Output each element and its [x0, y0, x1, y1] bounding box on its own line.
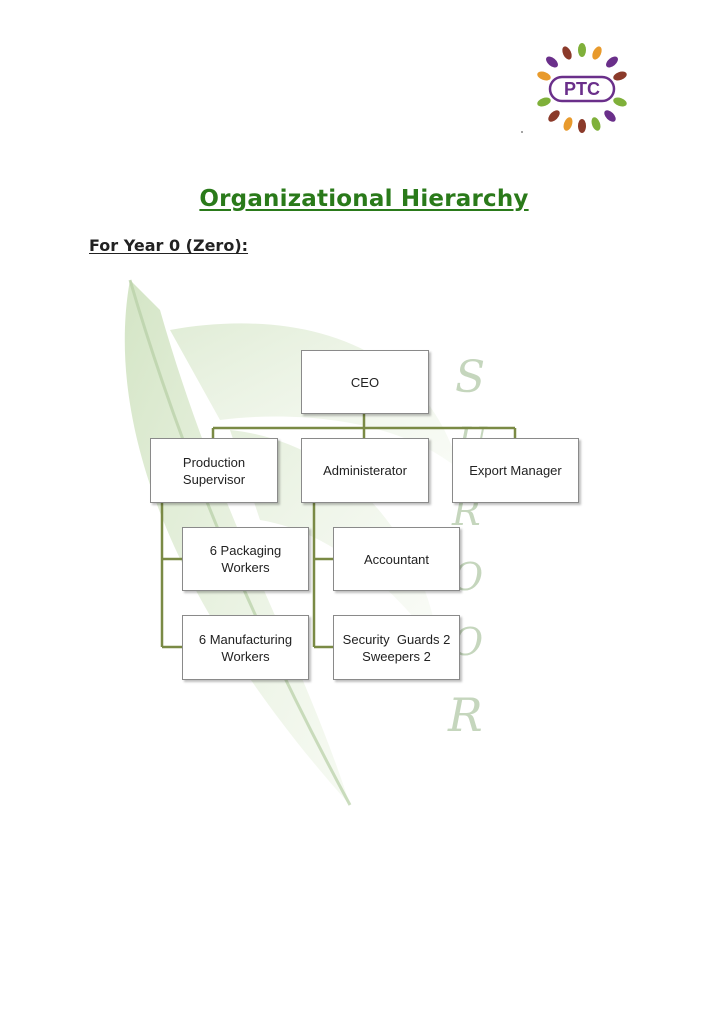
ceo-label: CEO: [351, 374, 379, 391]
security-guards-label: Security Guards 2: [343, 631, 451, 648]
production-supervisor-label-2: Supervisor: [183, 471, 245, 488]
production-supervisor-label-1: Production: [183, 454, 245, 471]
manufacturing-workers-label-1: 6 Manufacturing: [199, 631, 292, 648]
accountant-box: Accountant: [333, 527, 460, 591]
administerator-box: Administerator: [301, 438, 429, 503]
packaging-workers-label-1: 6 Packaging: [210, 542, 282, 559]
packaging-workers-label-2: Workers: [221, 559, 269, 576]
production-supervisor-box: Production Supervisor: [150, 438, 278, 503]
manufacturing-workers-box: 6 Manufacturing Workers: [182, 615, 309, 680]
ceo-box: CEO: [301, 350, 429, 414]
security-sweepers-box: Security Guards 2 Sweepers 2: [333, 615, 460, 680]
packaging-workers-box: 6 Packaging Workers: [182, 527, 309, 591]
accountant-label: Accountant: [364, 551, 429, 568]
export-manager-box: Export Manager: [452, 438, 579, 503]
administerator-label: Administerator: [323, 462, 407, 479]
manufacturing-workers-label-2: Workers: [221, 648, 269, 665]
export-manager-label: Export Manager: [469, 462, 562, 479]
sweepers-label: Sweepers 2: [362, 648, 431, 665]
